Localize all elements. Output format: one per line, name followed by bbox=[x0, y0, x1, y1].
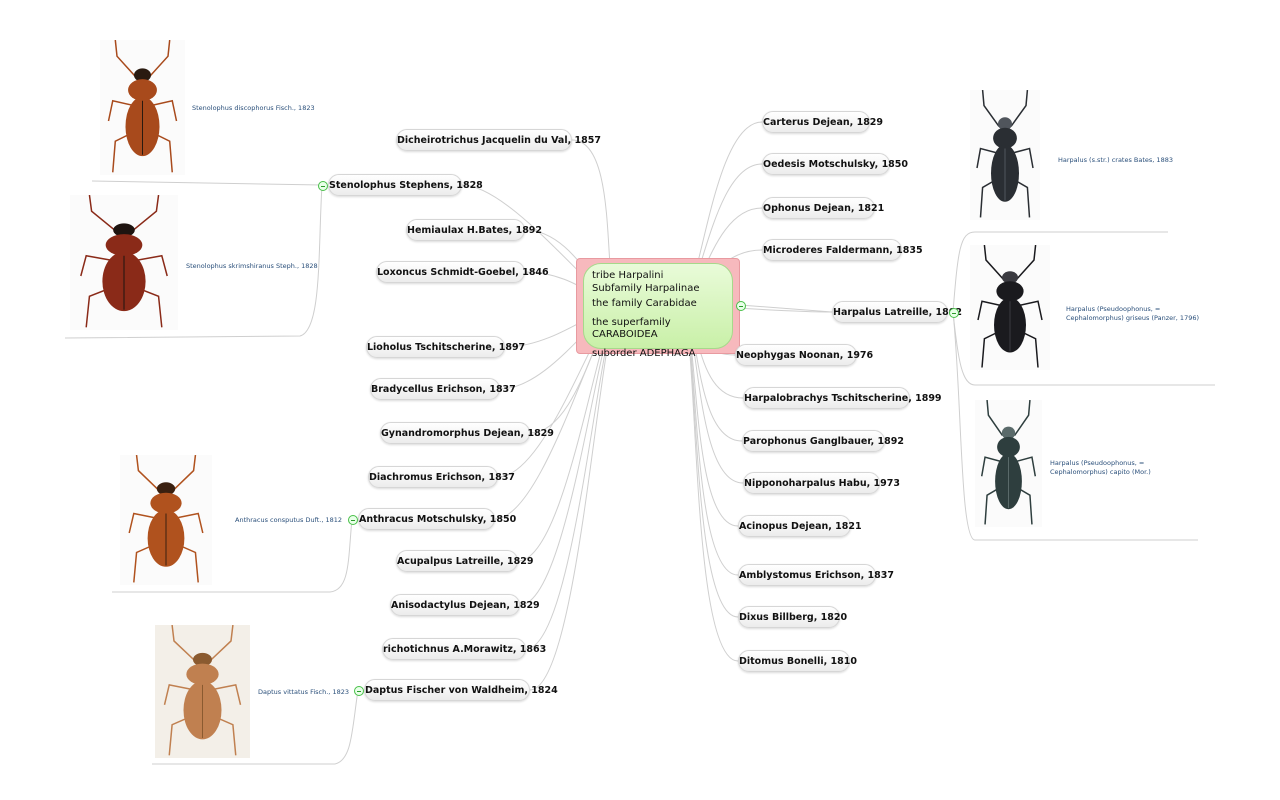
collapse-toggle[interactable] bbox=[354, 686, 364, 696]
beetle-photo bbox=[975, 400, 1042, 527]
connector-line bbox=[739, 304, 833, 313]
topic-node[interactable]: Harpalobrachys Tschitscherine, 1899 bbox=[743, 387, 942, 409]
connector-line bbox=[952, 231, 1168, 313]
species-caption: Harpalus (Pseudoophonus, = Cephalomorphu… bbox=[1066, 305, 1200, 322]
connector-line bbox=[112, 518, 353, 593]
topic-node[interactable]: Harpalus Latreille, 1802 bbox=[832, 301, 962, 323]
topic-node[interactable]: Carterus Dejean, 1829 bbox=[762, 111, 883, 133]
topic-node[interactable]: Acupalpus Latreille, 1829 bbox=[396, 550, 533, 572]
center-line: the superfamily CARABOIDEA bbox=[592, 316, 671, 341]
topic-node[interactable]: Hemiaulax H.Bates, 1892 bbox=[406, 219, 542, 241]
center-line: suborder ADEPHAGA bbox=[592, 347, 696, 359]
species-caption: Daptus vittatus Fisch., 1823 bbox=[258, 688, 349, 696]
beetle-photo bbox=[155, 625, 250, 758]
species-caption: Harpalus (Pseudoophonus, = Cephalomorphu… bbox=[1050, 459, 1151, 476]
connector-line bbox=[952, 311, 1198, 541]
topic-node[interactable]: Microderes Faldermann, 1835 bbox=[762, 239, 923, 261]
species-caption: Stenolophus discophorus Fisch., 1823 bbox=[192, 104, 315, 112]
topic-node[interactable]: Dicheirotrichus Jacquelin du Val, 1857 bbox=[396, 129, 601, 151]
beetle-photo bbox=[100, 40, 185, 175]
collapse-toggle[interactable] bbox=[736, 301, 746, 311]
topic-node[interactable]: Bradycellus Erichson, 1837 bbox=[370, 378, 516, 400]
beetle-photo bbox=[970, 90, 1040, 220]
topic-node[interactable]: Ophonus Dejean, 1821 bbox=[762, 197, 884, 219]
topic-node[interactable]: Parophonus Ganglbauer, 1892 bbox=[742, 430, 904, 452]
topic-node[interactable]: Lioholus Tschitscherine, 1897 bbox=[366, 336, 525, 358]
topic-node[interactable]: Amblystomus Erichson, 1837 bbox=[738, 564, 894, 586]
species-caption: Harpalus (s.str.) crates Bates, 1883 bbox=[1058, 156, 1173, 164]
species-caption: Anthracus consputus Duft., 1812 bbox=[235, 516, 343, 524]
topic-node[interactable]: Loxoncus Schmidt-Goebel, 1846 bbox=[376, 261, 549, 283]
topic-node[interactable]: Acinopus Dejean, 1821 bbox=[738, 515, 862, 537]
topic-node[interactable]: Gynandromorphus Dejean, 1829 bbox=[380, 422, 554, 444]
topic-node[interactable]: Daptus Fischer von Waldheim, 1824 bbox=[364, 679, 558, 701]
center-line: the family Carabidae bbox=[592, 298, 697, 309]
topic-node[interactable]: Stenolophus Stephens, 1828 bbox=[328, 174, 483, 196]
beetle-photo bbox=[70, 195, 178, 330]
central-topic[interactable]: tribe Harpalini Subfamily Harpalinae the… bbox=[576, 258, 740, 359]
topic-node[interactable]: Anisodactylus Dejean, 1829 bbox=[390, 594, 540, 616]
topic-node[interactable]: Oedesis Motschulsky, 1850 bbox=[762, 153, 908, 175]
collapse-toggle[interactable] bbox=[949, 308, 959, 318]
collapse-toggle[interactable] bbox=[348, 515, 358, 525]
beetle-photo bbox=[120, 455, 212, 585]
species-caption: Stenolophus skrimshiranus Steph., 1828 bbox=[186, 262, 318, 270]
beetle-photo bbox=[970, 245, 1050, 370]
collapse-toggle[interactable] bbox=[318, 181, 328, 191]
connector-line bbox=[64, 184, 323, 339]
topic-node[interactable]: Neophygas Noonan, 1976 bbox=[735, 344, 873, 366]
center-line: tribe Harpalini bbox=[592, 270, 664, 281]
topic-node[interactable]: Ditomus Bonelli, 1810 bbox=[738, 650, 857, 672]
topic-node[interactable]: Diachromus Erichson, 1837 bbox=[368, 466, 515, 488]
topic-node[interactable]: Dixus Billberg, 1820 bbox=[738, 606, 847, 628]
connector-line bbox=[91, 180, 323, 186]
topic-node[interactable]: Anthracus Motschulsky, 1850 bbox=[358, 508, 516, 530]
connector-line bbox=[152, 689, 359, 765]
central-topic-text: tribe Harpalini Subfamily Harpalinae the… bbox=[583, 263, 733, 359]
topic-node[interactable]: Nipponoharpalus Habu, 1973 bbox=[743, 472, 900, 494]
topic-node[interactable]: richotichnus A.Morawitz, 1863 bbox=[382, 638, 546, 660]
center-line: Subfamily Harpalinae bbox=[592, 282, 700, 294]
connector-line bbox=[529, 304, 621, 691]
